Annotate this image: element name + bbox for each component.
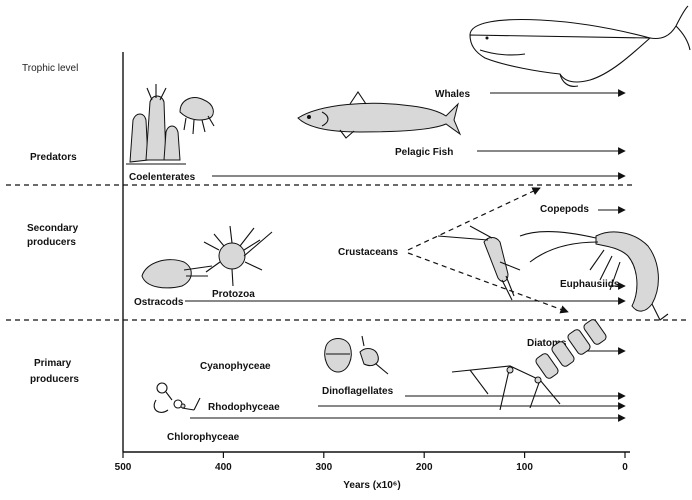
label-copepods: Copepods	[540, 204, 589, 215]
level-secondary-line1: Secondary	[27, 223, 79, 234]
protozoa-icon	[204, 226, 272, 286]
label-ostracods: Ostracods	[134, 297, 184, 308]
euphausiid-icon	[520, 232, 668, 320]
level-predators: Predators	[30, 152, 77, 163]
label-rhodophyceae: Rhodophyceae	[208, 402, 280, 413]
tick-label-300: 300	[315, 462, 332, 473]
whale-icon	[470, 6, 690, 86]
label-coelenterates: Coelenterates	[129, 172, 196, 183]
label-protozoa: Protozoa	[212, 289, 255, 300]
tick-label-200: 200	[416, 462, 433, 473]
ostracod-icon	[142, 260, 212, 288]
tick-label-0: 0	[622, 462, 628, 473]
diatom-chain-icon	[534, 318, 607, 380]
dinoflagellate-icon	[325, 336, 388, 374]
jellyfish-icon	[180, 98, 214, 134]
coelenterate-icon	[126, 84, 186, 164]
green-alga-icon	[154, 383, 200, 412]
level-primary-line1: Primary	[34, 358, 72, 369]
time-axis-ticks: 500 400 300 200 100 0	[115, 452, 629, 473]
level-primary-line2: producers	[30, 374, 79, 385]
crustacean-branch-copepods	[408, 188, 540, 250]
tick-label-100: 100	[516, 462, 533, 473]
time-axis-label: Years (x10⁶)	[343, 480, 400, 491]
label-dinoflagellates: Dinoflagellates	[322, 386, 394, 397]
level-secondary-line2: producers	[27, 237, 76, 248]
copepod-icon	[438, 226, 520, 300]
tick-label-400: 400	[215, 462, 232, 473]
label-whales: Whales	[435, 89, 470, 100]
crustacean-branch-euphausiids	[408, 253, 568, 312]
label-pelagic-fish: Pelagic Fish	[395, 147, 453, 158]
trophic-level-heading: Trophic level	[22, 63, 78, 74]
label-cyanophyceae: Cyanophyceae	[200, 361, 271, 372]
label-crustaceans: Crustaceans	[338, 247, 398, 258]
label-chlorophyceae: Chlorophyceae	[167, 432, 240, 443]
tick-label-500: 500	[115, 462, 132, 473]
